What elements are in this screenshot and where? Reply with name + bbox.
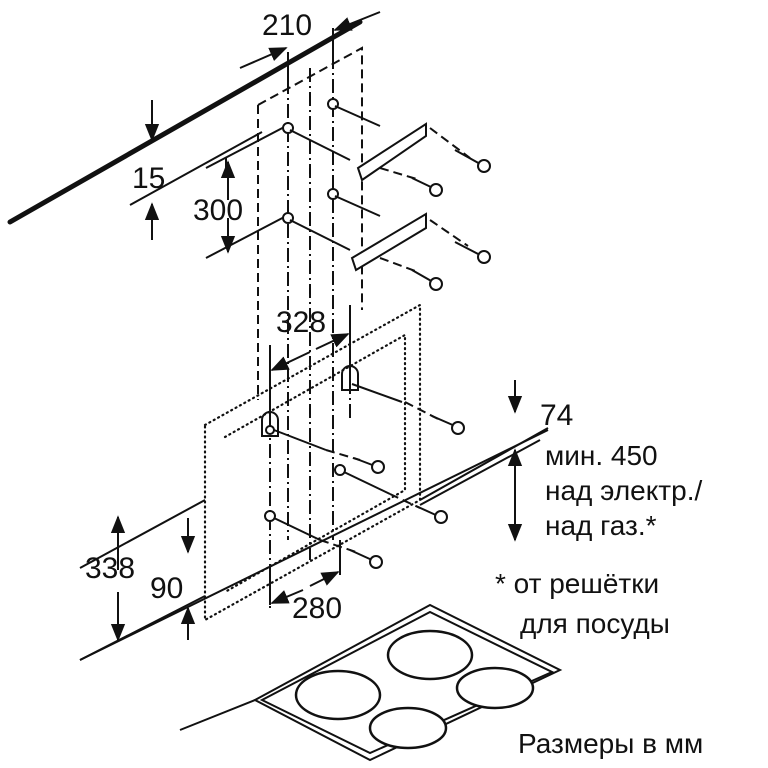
upper-screws	[379, 127, 491, 291]
dim-338-label: 338	[85, 552, 135, 585]
min-distance-line2: над электр./	[545, 475, 702, 506]
cooktop	[179, 603, 563, 762]
dim-300-label: 300	[193, 194, 243, 227]
lower-hood-outline	[203, 303, 422, 622]
dim-bracket-spacing	[205, 123, 291, 259]
lower-screws	[319, 401, 465, 569]
dim-top-width	[239, 11, 381, 90]
burner-back-right	[455, 666, 535, 710]
dim-280-label: 280	[292, 592, 342, 625]
burner-back-left	[386, 629, 474, 681]
lower-mounts	[261, 365, 403, 610]
dim-mid-width	[269, 305, 351, 420]
units-note: Размеры в мм	[518, 728, 703, 759]
burner-front-right	[368, 706, 448, 750]
dim-210-label: 210	[262, 9, 312, 42]
dim-top-offset	[129, 100, 263, 240]
dim-15-label: 15	[132, 162, 165, 195]
dim-90-label: 90	[150, 572, 183, 605]
upper-brackets	[282, 98, 427, 272]
dim-328-label: 328	[276, 306, 326, 339]
dim-min-distance	[419, 439, 541, 542]
ceiling-line	[7, 19, 363, 225]
dim-right-offset	[79, 380, 549, 661]
dim-74-label: 74	[540, 399, 573, 432]
min-distance-line3: над газ.*	[545, 510, 657, 541]
burner-front-left	[294, 669, 382, 721]
footnote-line1: * от решётки	[495, 568, 659, 599]
footnote-line2: для посуды	[520, 608, 670, 639]
upper-chimney-outline	[257, 46, 363, 560]
dim-bottom-width	[269, 540, 341, 605]
min-distance-line1: мин. 450	[545, 440, 658, 471]
